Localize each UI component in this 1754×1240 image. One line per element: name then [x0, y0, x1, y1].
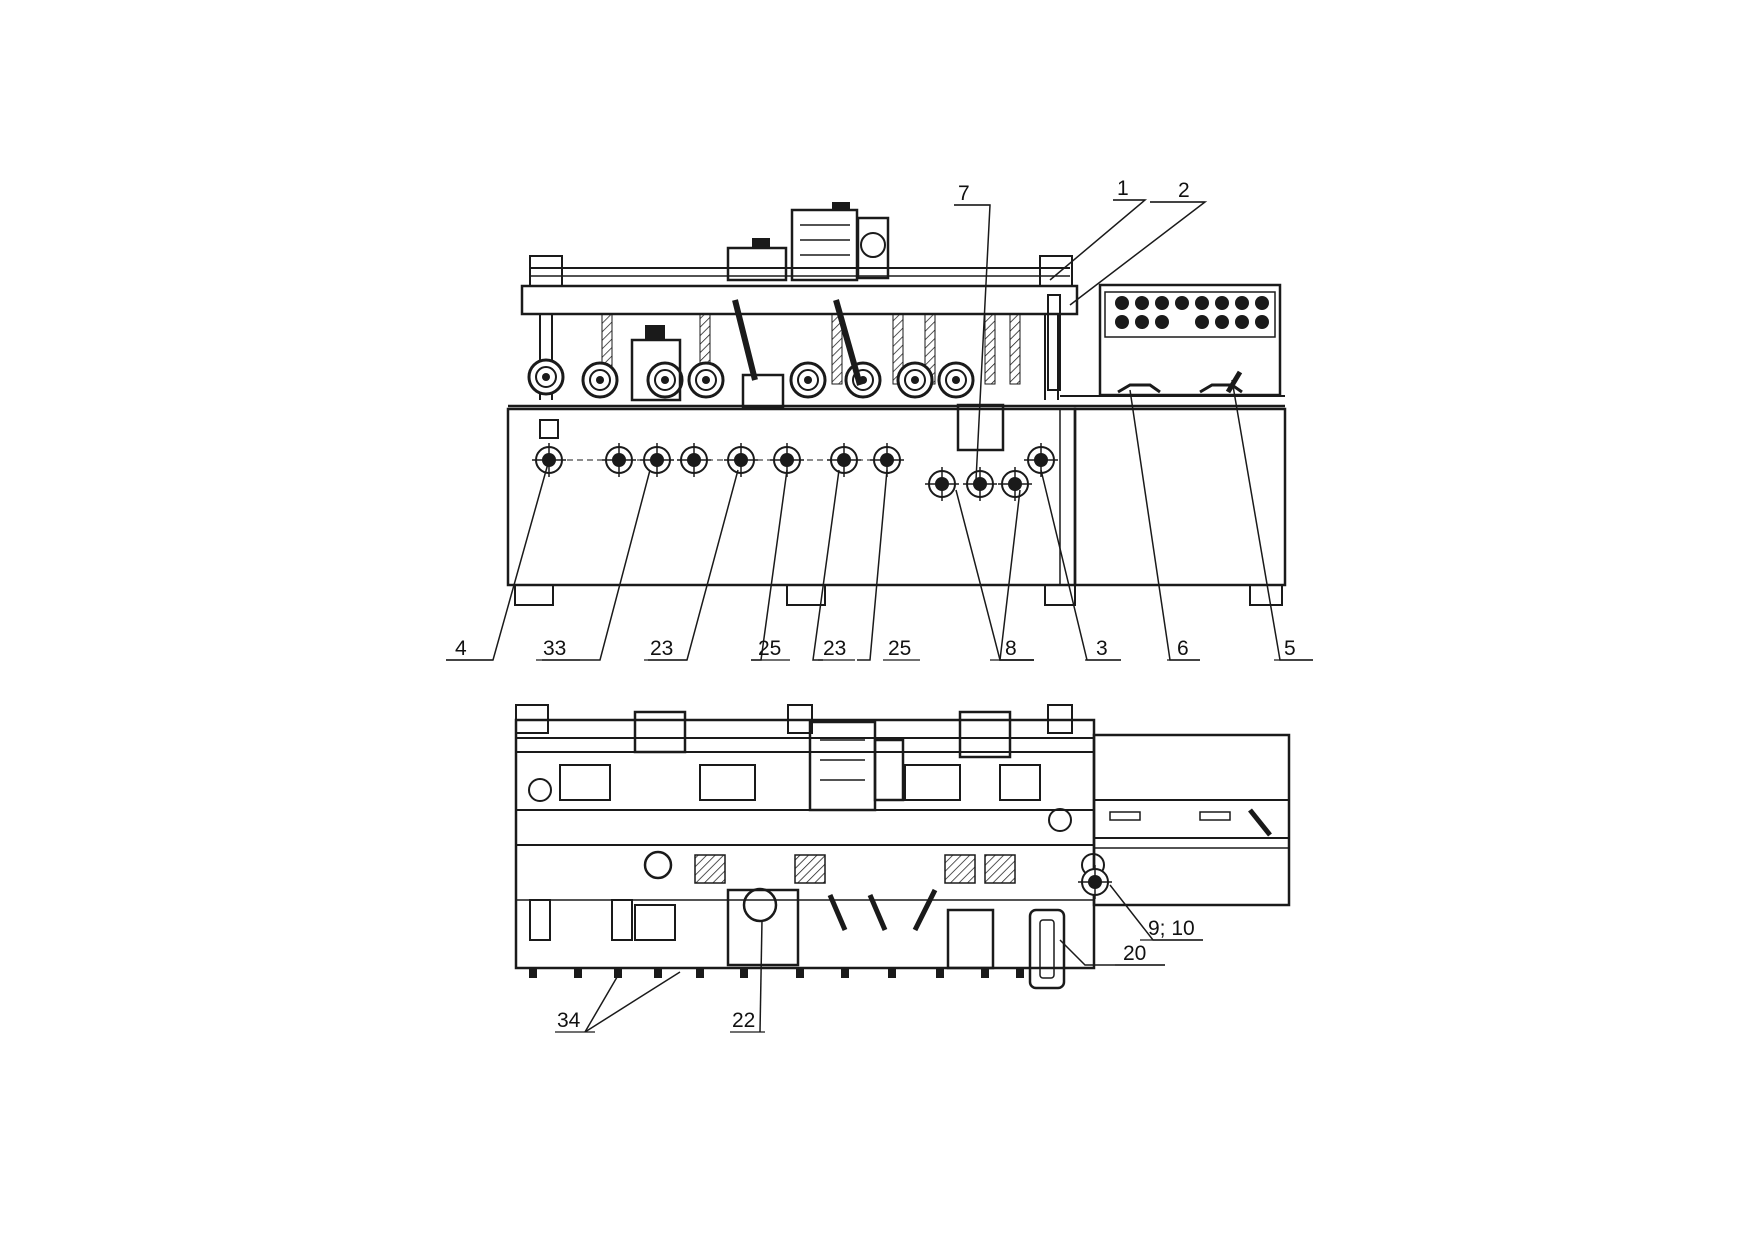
- front-handwheels: [531, 442, 1059, 502]
- main-motor: [790, 208, 859, 282]
- front-callouts: 4 33 23 25 23 25 8 3 6 5 7 1 2: [455, 177, 1296, 660]
- plan-bolts: [529, 968, 1024, 978]
- callout-22: 22: [732, 1009, 755, 1032]
- callout-25a: 25: [758, 637, 781, 660]
- callout-2: 2: [1178, 179, 1190, 202]
- callout-6: 6: [1177, 637, 1189, 660]
- callout-34: 34: [557, 1009, 581, 1032]
- callout-5: 5: [1284, 637, 1296, 660]
- callout-7: 7: [958, 182, 970, 205]
- callout-8: 8: [1005, 637, 1017, 660]
- plan-motor: [808, 720, 877, 812]
- upper-frame: [520, 284, 1079, 316]
- control-panel: [1098, 283, 1282, 397]
- callout-3: 3: [1096, 637, 1108, 660]
- callout-23b: 23: [823, 637, 846, 660]
- pendant-20: [1028, 908, 1066, 990]
- panel-buttons: [1115, 296, 1269, 329]
- plan-hatched-blocks: [694, 854, 1016, 884]
- main-cabinet: [506, 407, 1077, 587]
- callout-4: 4: [455, 637, 467, 660]
- callout-9-10: 9; 10: [1148, 917, 1195, 940]
- plan-view: 9; 10 20 34 22: [514, 704, 1291, 1033]
- callout-1: 1: [1117, 177, 1129, 200]
- gearbox-7: [956, 403, 1005, 452]
- callout-33: 33: [543, 637, 566, 660]
- callout-25b: 25: [888, 637, 911, 660]
- front-view: 4 33 23 25 23 25 8 3 6 5 7 1 2: [446, 177, 1313, 661]
- callout-23a: 23: [650, 637, 673, 660]
- right-cabinet: [1073, 407, 1287, 587]
- callout-20: 20: [1123, 942, 1146, 965]
- spindle-springs: [601, 313, 1021, 385]
- plan-callouts: 9; 10 20 34 22: [557, 917, 1195, 1032]
